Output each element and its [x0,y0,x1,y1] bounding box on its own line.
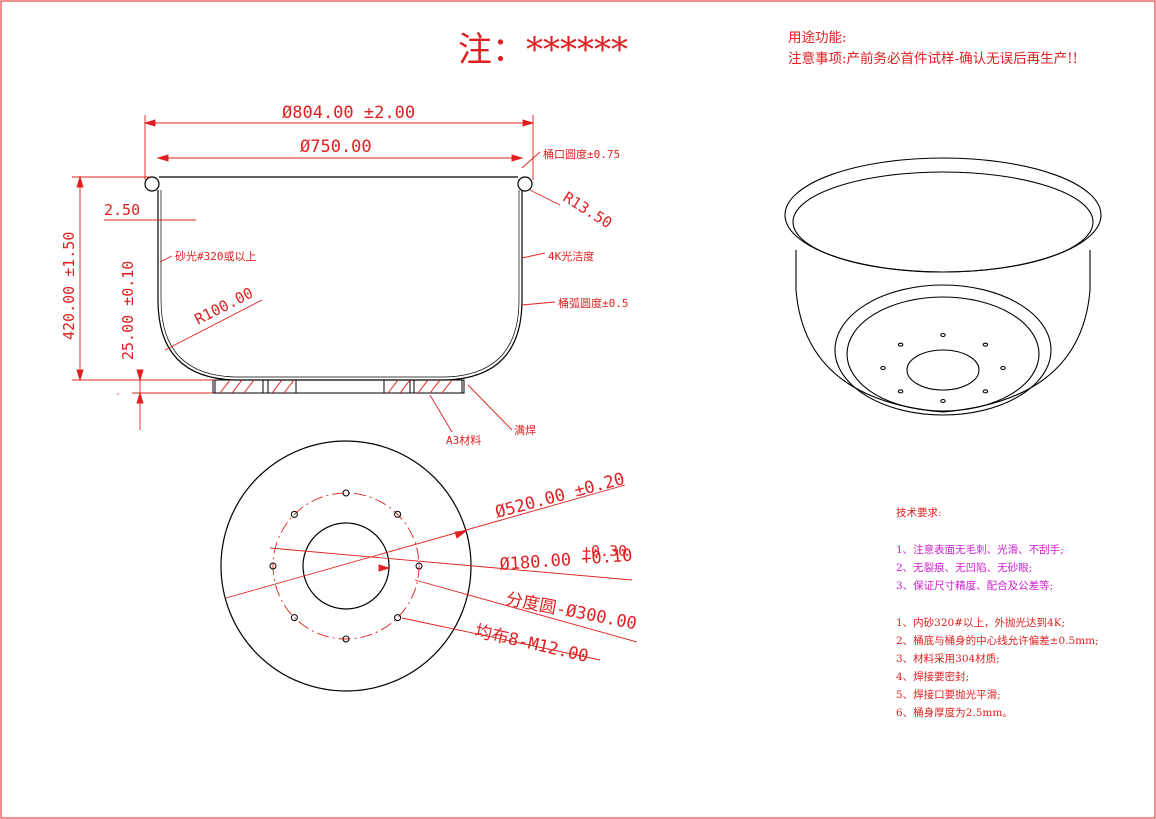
bolt-hole [342,489,350,497]
requirement-item: 1、内砂320#以上，外抛光达到4K; [896,617,1066,629]
bolt-holes [269,489,423,643]
base-plate [212,379,465,394]
iso-bolt-hole [940,332,946,338]
pitch-circle [272,492,420,640]
requirement-item: 2、桶底与桶身的中心线允许偏差±0.5mm; [896,635,1099,647]
flange-circle [220,440,472,692]
sand-finish-label: 砂光#320或以上 [175,249,257,263]
bottom-dimension-lines [225,484,638,661]
iso-bolt-hole [880,365,886,371]
flange-diameter-label: Ø520.00 ±0.20 [493,469,627,523]
iso-center-hole [906,349,980,391]
front-dimensions [72,115,561,433]
bottom-view: Ø520.00 ±0.20 +0.30 Ø180.00 +0.10 分度圆-Ø3… [220,440,638,692]
rim-bead-left [144,176,160,192]
iso-base-outer [834,284,1052,416]
requirement-item: 2、无裂痕、无凹陷、无砂眼; [896,562,1033,574]
height-label: 420.00 ±1.50 [60,232,78,340]
production-notice: 注意事项:产前务必首件试样-确认无误后再生产!! [788,51,1078,67]
bolt-hole [290,614,298,622]
polish-finish-label: 4K光洁度 [548,249,594,263]
iso-rim-outer [784,157,1102,273]
bolt-hole [342,635,350,643]
requirement-item: 3、保证尺寸精度、配合及公差等; [896,580,1054,592]
weld-hatch [214,379,463,394]
tech-requirements-title: 技术要求: [896,507,942,519]
iso-bolt-hole [982,342,989,347]
rim-radius-label: R13.50 [560,188,615,232]
requirement-item: 3、材料采用304材质; [896,653,1000,665]
isometric-view [784,157,1102,416]
requirement-item: 1、注意表面无毛刺、光滑、不刮手; [896,544,1064,556]
bolt-hole [394,510,402,518]
iso-bolt-holes [880,332,1006,404]
bucket-inner-profile [160,190,520,378]
usage-block: 用途功能: 注意事项:产前务必首件试样-确认无误后再生产!! [788,28,1078,70]
bolt-pattern-label: 均布8-M12.00 [473,621,590,667]
arc-roundness-label: 桶弧圆度±0.5 [558,296,629,310]
bolt-hole [290,510,298,518]
corner-radius-label: R100.00 [192,284,257,329]
pitch-circle-label: 分度圆-Ø300.00 [504,589,638,634]
bolt-hole [394,614,402,622]
weld-label: 满焊 [514,423,536,437]
requirement-item: 4、焊接要密封; [896,671,970,683]
outer-diameter-label: Ø804.00 ±2.00 [282,103,415,123]
rim-bead-right [517,176,533,192]
iso-bolt-hole [982,389,989,394]
hole-diameter-label: Ø180.00 +0.10 [499,546,633,575]
inner-diameter-label: Ø750.00 [300,137,372,157]
base-height-label: 25.00 ±0.10 [119,261,137,360]
iso-base-inner [846,296,1040,412]
iso-body-profile [795,250,1091,413]
iso-bolt-hole [897,389,904,394]
note-title: 注：****** [458,30,628,70]
front-section-view [144,176,533,394]
iso-rim-inner [792,171,1094,273]
iso-bolt-hole [1000,365,1006,371]
iso-bolt-hole [940,398,946,404]
bolt-hole [269,562,277,570]
bolt-hole [415,562,423,570]
requirement-item: 6、桶身厚度为2.5mm。 [896,707,1013,719]
hole-tolerance-upper: +0.30 [582,542,627,560]
rim-roundness-label: 桶口圆度±0.75 [543,147,620,161]
requirement-item: 5、焊接口要抛光平滑; [896,689,1001,701]
material-label: A3材料 [446,433,481,447]
iso-bolt-hole [897,342,904,347]
center-hole [302,522,390,610]
wall-offset-label: 2.50 [104,201,140,219]
bucket-outer-profile [157,190,523,381]
usage-label: 用途功能: [788,30,847,46]
